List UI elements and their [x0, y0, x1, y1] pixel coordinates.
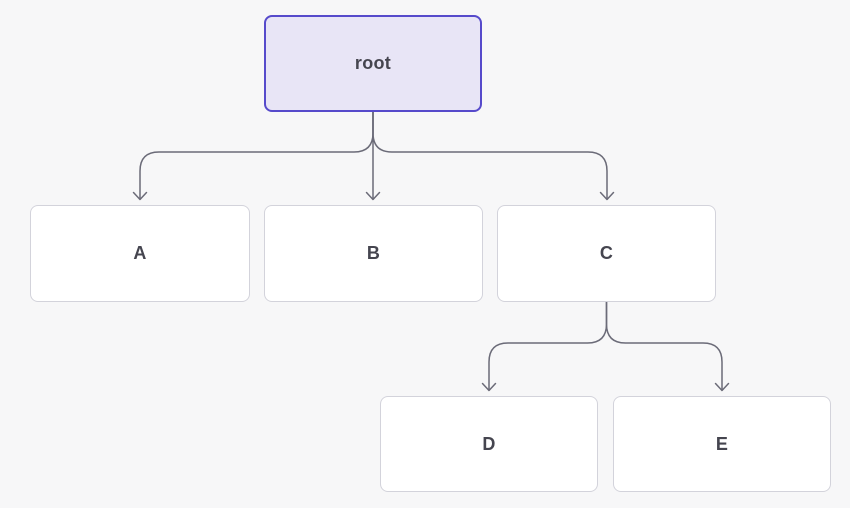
edge-c-e: [605, 301, 723, 390]
node-label: E: [715, 433, 729, 454]
arrowhead-icon: [481, 382, 497, 392]
edge-root-c: [372, 111, 608, 199]
node-label: D: [482, 433, 496, 454]
edge-root-a: [139, 111, 374, 199]
edge-c-d: [488, 301, 608, 390]
arrowhead-icon: [714, 382, 730, 392]
node-label: A: [133, 243, 147, 263]
node-d[interactable]: D: [380, 396, 598, 492]
arrowhead-icon: [365, 191, 381, 201]
arrowhead-icon: [132, 191, 148, 201]
node-c[interactable]: C: [497, 205, 716, 302]
arrowhead-icon: [599, 191, 615, 201]
node-label: C: [599, 243, 614, 263]
node-b[interactable]: B: [264, 205, 483, 302]
node-root[interactable]: root: [264, 15, 482, 112]
node-label: B: [366, 243, 381, 263]
node-label: root: [354, 53, 392, 73]
node-e[interactable]: E: [613, 396, 831, 492]
node-a[interactable]: A: [30, 205, 250, 302]
